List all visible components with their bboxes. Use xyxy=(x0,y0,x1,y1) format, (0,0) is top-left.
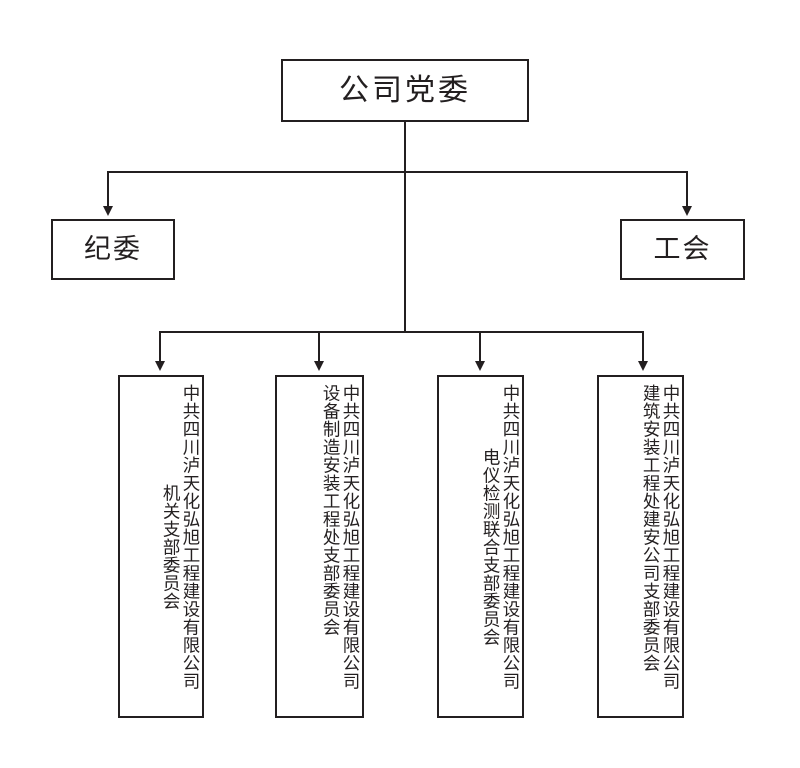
branch-company-name-3: 中共四川泸天化弘旭工程建设有限公司 xyxy=(500,384,520,690)
connector-branch-bus xyxy=(159,331,644,333)
arrowhead-branch-2-icon xyxy=(314,361,324,371)
connector-drop-right xyxy=(686,171,688,209)
branch-company-name-1: 中共四川泸天化弘旭工程建设有限公司 xyxy=(180,384,200,690)
branch-unit-name-2: 设备制造安装工程处支部委员会 xyxy=(320,384,341,636)
node-labor-union[interactable]: 工会 xyxy=(620,219,745,280)
connector-drop-branch-2 xyxy=(318,331,320,364)
arrowhead-branch-4-icon xyxy=(638,361,648,371)
arrowhead-left-icon xyxy=(103,206,113,216)
arrowhead-branch-1-icon xyxy=(155,361,165,371)
connector-drop-left xyxy=(107,171,109,209)
connector-drop-branch-1 xyxy=(159,331,161,364)
node-branch-construction-installation[interactable]: 中共四川泸天化弘旭工程建设有限公司 建筑安装工程处建安公司支部委员会 xyxy=(597,375,684,718)
branch-company-name-4: 中共四川泸天化弘旭工程建设有限公司 xyxy=(660,384,680,690)
node-company-party-committee[interactable]: 公司党委 xyxy=(281,59,529,122)
branch-unit-name-4: 建筑安装工程处建安公司支部委员会 xyxy=(640,384,661,672)
arrowhead-right-icon xyxy=(682,206,692,216)
connector-root-stem-lower xyxy=(404,173,406,333)
connector-drop-branch-4 xyxy=(642,331,644,364)
node-label-discipline-commission: 纪委 xyxy=(84,234,142,265)
connector-drop-branch-3 xyxy=(479,331,481,364)
node-branch-jiguan[interactable]: 中共四川泸天化弘旭工程建设有限公司 机关支部委员会 xyxy=(118,375,204,718)
node-branch-electrical-instrument-testing[interactable]: 中共四川泸天化弘旭工程建设有限公司 电仪检测联合支部委员会 xyxy=(437,375,524,718)
connector-level2-bus xyxy=(107,171,688,173)
connector-root-stem xyxy=(404,122,406,173)
branch-unit-name-3: 电仪检测联合支部委员会 xyxy=(480,448,501,646)
node-label-company-party-committee: 公司党委 xyxy=(339,72,471,108)
node-label-labor-union: 工会 xyxy=(653,234,712,265)
node-discipline-commission[interactable]: 纪委 xyxy=(51,219,175,280)
arrowhead-branch-3-icon xyxy=(475,361,485,371)
node-branch-equipment-manufacturing[interactable]: 中共四川泸天化弘旭工程建设有限公司 设备制造安装工程处支部委员会 xyxy=(275,375,364,718)
branch-unit-name-1: 机关支部委员会 xyxy=(160,484,181,610)
branch-company-name-2: 中共四川泸天化弘旭工程建设有限公司 xyxy=(340,384,360,690)
